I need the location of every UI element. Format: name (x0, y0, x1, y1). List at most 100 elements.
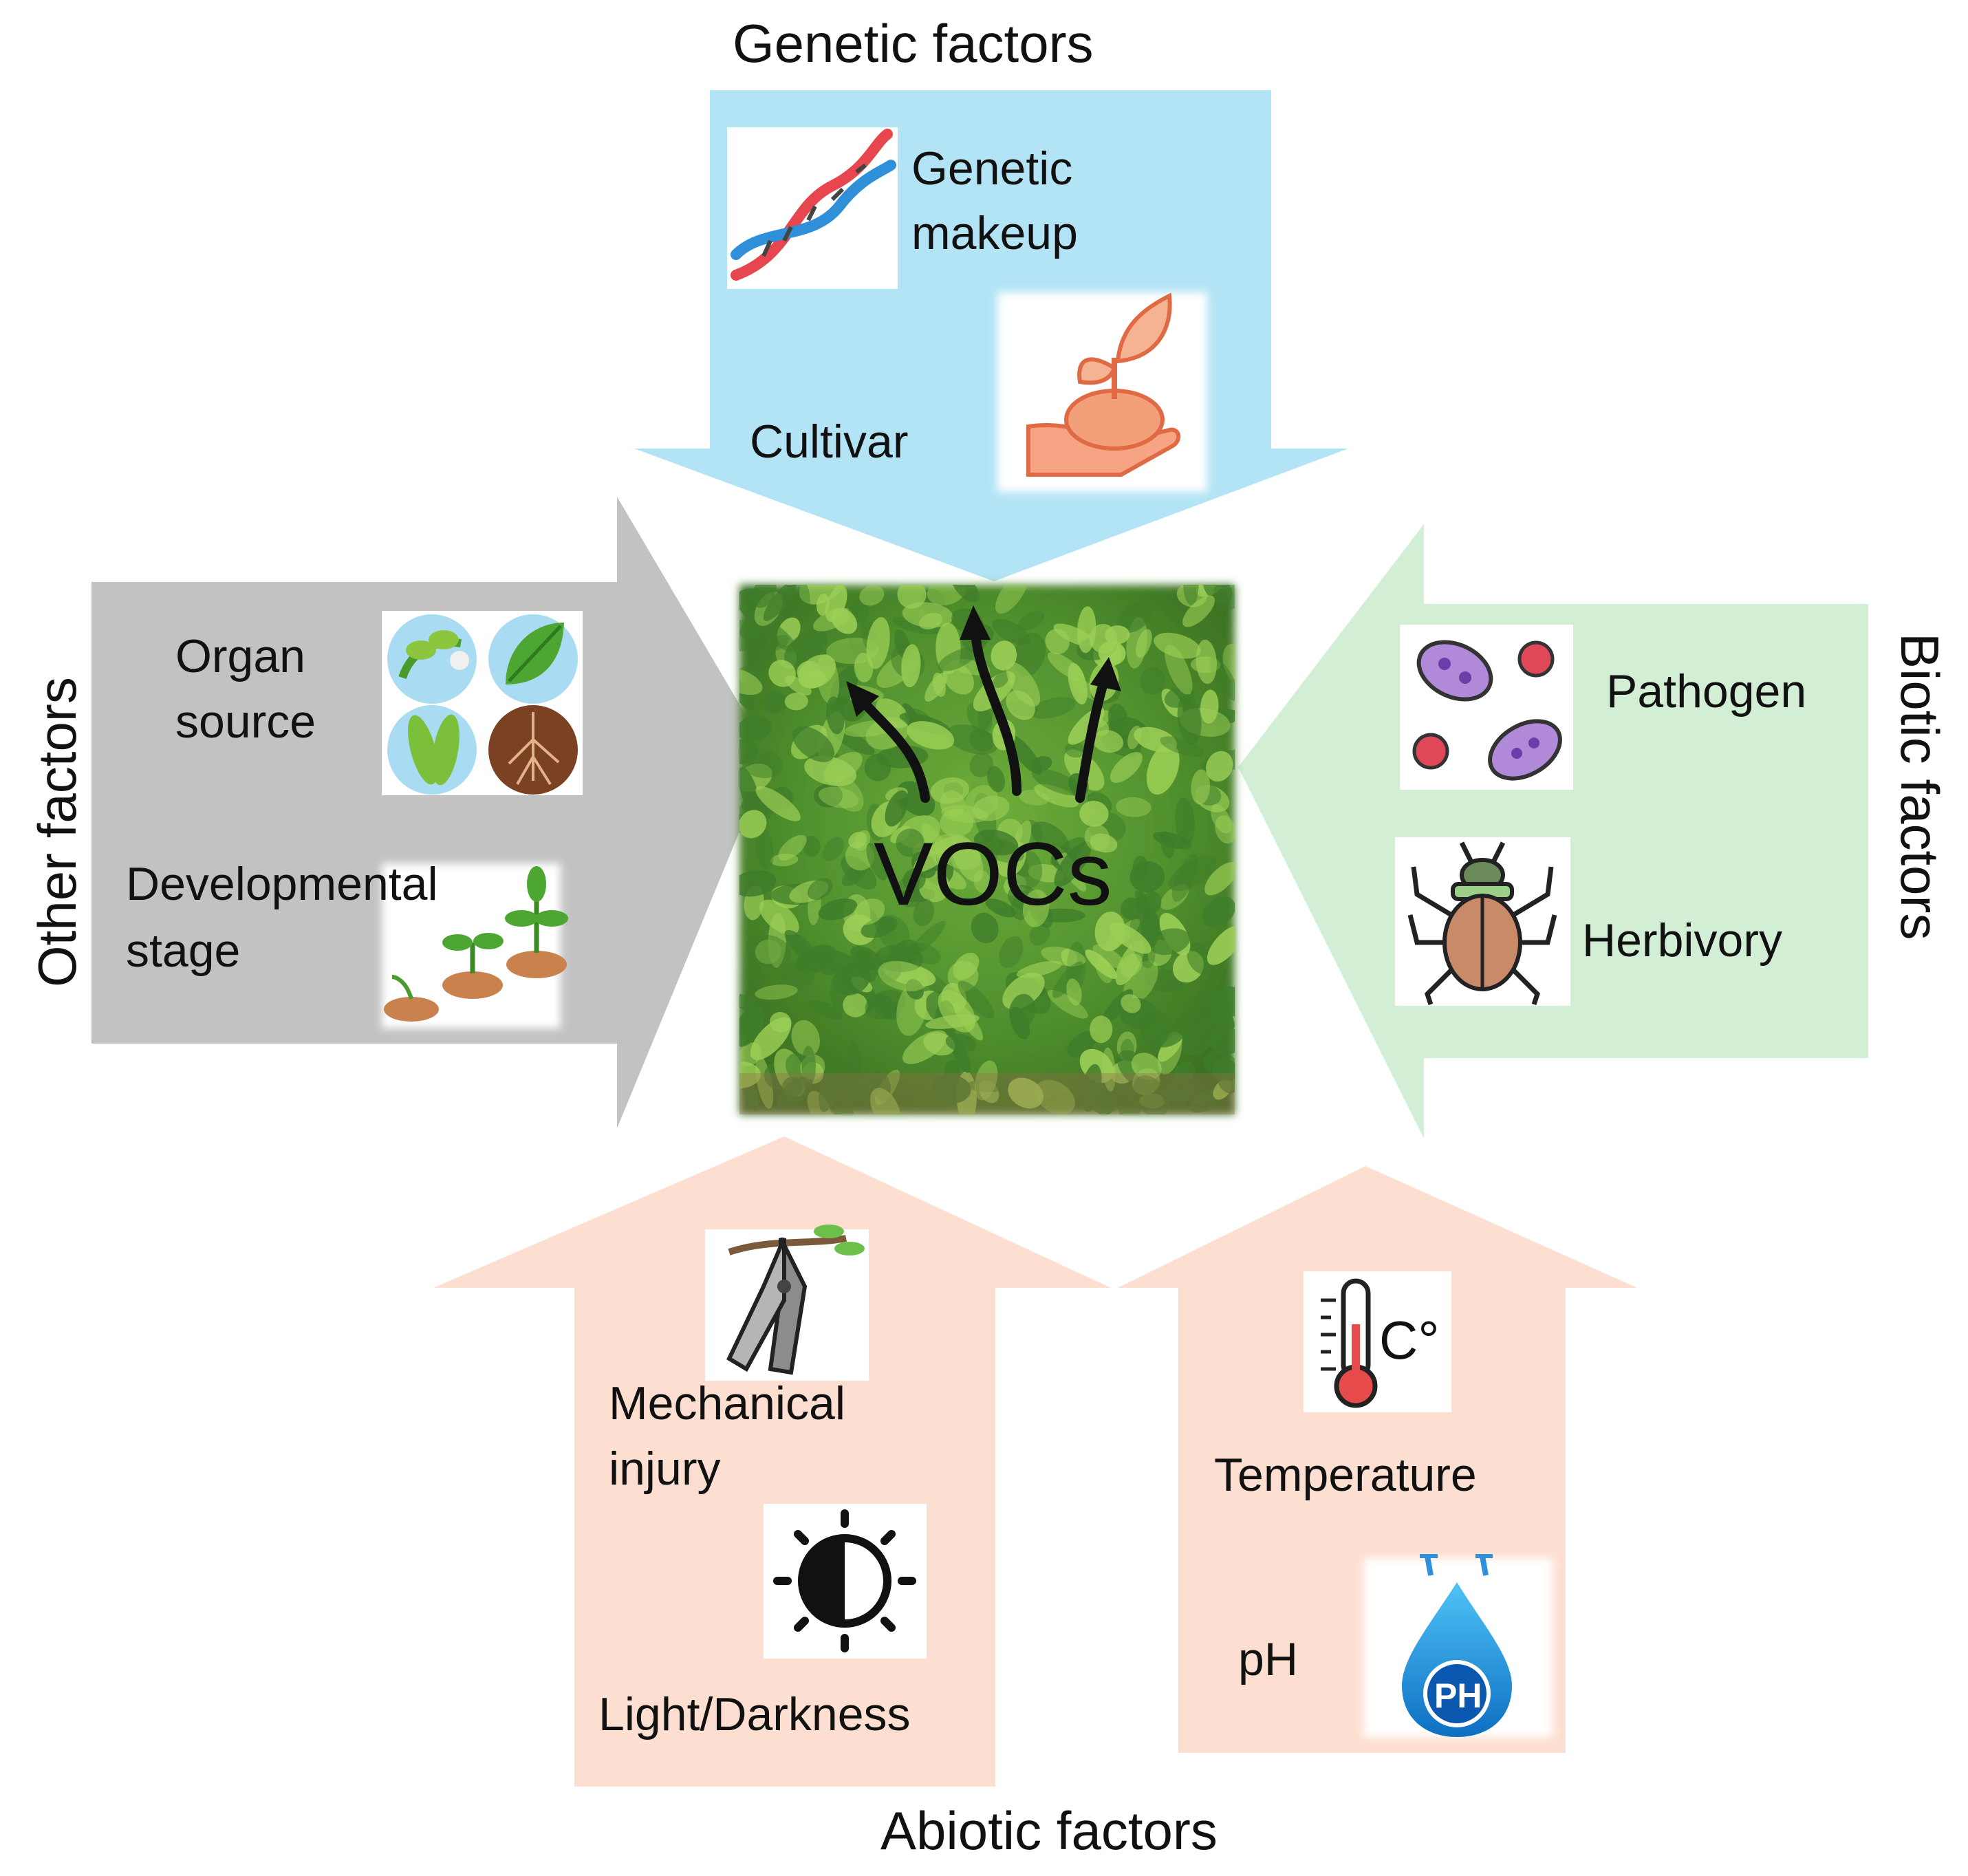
leaf-texture (750, 1017, 792, 1060)
dna-icon (727, 127, 898, 289)
leaf-texture (1090, 833, 1118, 853)
voc-label: VOCs (874, 823, 1112, 924)
leaf-texture (1013, 820, 1032, 857)
leaf-texture (848, 832, 867, 849)
leaf-texture (792, 726, 834, 762)
leaf-texture (1066, 978, 1082, 1006)
leaf-texture (1211, 804, 1232, 834)
leaf-texture (804, 755, 857, 786)
leaf-texture (1177, 693, 1202, 745)
leaf-texture (742, 749, 783, 779)
leaf-texture (1031, 756, 1052, 772)
leaf-texture (847, 1039, 863, 1083)
ph-drop-icon: PH (1363, 1554, 1553, 1737)
leaf-texture (1079, 800, 1109, 827)
leaf-texture (1141, 909, 1159, 949)
leaf-texture (1174, 1061, 1196, 1083)
leaf-texture (739, 810, 767, 839)
light-darkness-icon (764, 1504, 927, 1659)
pruning-shears-icon (705, 1225, 869, 1381)
leaf-texture (1140, 667, 1166, 695)
leaf-texture (1035, 1079, 1075, 1114)
leaf-texture (969, 752, 993, 777)
voc-arrowheads (846, 605, 1121, 717)
leaf-texture (866, 617, 890, 669)
biotic-factors-title: Biotic factors (1890, 633, 1950, 940)
leaf-texture (1149, 928, 1190, 956)
genetic-makeup-label-2: makeup (911, 207, 1078, 259)
leaf-texture (1006, 662, 1041, 707)
leaf-texture (781, 1077, 803, 1097)
genetic-factors-title: Genetic factors (733, 13, 1094, 74)
leaf-texture (1204, 862, 1235, 896)
abiotic-arrow-left (433, 1136, 1111, 1787)
leaf-texture (1200, 689, 1219, 724)
leaf-texture (784, 692, 808, 711)
leaf-texture (1017, 611, 1045, 631)
leaf-texture (907, 721, 955, 750)
leaf-texture (901, 644, 921, 688)
leaf-texture (831, 607, 858, 634)
leaf-texture (1022, 890, 1050, 927)
organ-source-label-2: source (175, 696, 316, 748)
leaf-texture (1206, 751, 1233, 782)
developmental-stage-label-1: Developmental (126, 858, 438, 910)
leaf-texture (854, 652, 874, 682)
leaf-texture (1160, 884, 1189, 910)
leaf-texture (1132, 1068, 1160, 1096)
leaf-texture (971, 912, 999, 943)
leaf-texture (1116, 797, 1151, 817)
leaf-texture (1094, 911, 1125, 951)
leaf-texture (896, 828, 924, 857)
leaf-texture (927, 585, 966, 606)
leaf-texture (870, 1088, 901, 1114)
leaf-texture (885, 790, 909, 827)
pathogen-icon (1400, 625, 1573, 790)
leaf-texture (999, 936, 1024, 968)
leaf-texture (1127, 725, 1142, 750)
leaf-texture (762, 691, 788, 713)
leaf-texture (1202, 896, 1235, 927)
leaf-texture (812, 951, 838, 975)
leaf-texture (1146, 743, 1180, 795)
leaf-texture (819, 1062, 841, 1112)
leaf-texture (1029, 697, 1076, 719)
leaf-texture (1209, 656, 1235, 701)
other-arrow (91, 497, 770, 1128)
leaf-texture (1109, 922, 1151, 954)
leaf-texture (739, 766, 761, 820)
beetle-icon (1395, 837, 1570, 1006)
leaf-texture (1129, 861, 1165, 893)
leaf-texture (1107, 704, 1128, 733)
leaf-texture (739, 1006, 765, 1047)
leaf-texture (985, 898, 1016, 918)
leaf-texture (770, 853, 799, 867)
celsius-glyph: C° (1379, 1310, 1440, 1370)
leaf-texture (1160, 831, 1174, 859)
leaf-texture (913, 898, 935, 927)
leaf-texture (768, 660, 796, 687)
leaf-texture (930, 777, 970, 804)
leaf-texture (798, 654, 836, 689)
leaf-texture (759, 899, 799, 936)
leaf-texture (1052, 961, 1083, 998)
leaf-texture (1182, 595, 1215, 627)
leaf-texture (995, 585, 1028, 614)
leaf-texture (1081, 1064, 1102, 1112)
leaf-texture (1181, 1015, 1224, 1055)
leaf-texture (1006, 690, 1035, 720)
leaf-texture (818, 786, 859, 808)
leaf-texture (1089, 623, 1118, 654)
temperature-label: Temperature (1214, 1449, 1477, 1501)
leaf-texture (932, 672, 947, 698)
leaf-texture (866, 843, 887, 881)
leaf-texture (1068, 662, 1088, 705)
leaf-texture (1065, 742, 1085, 758)
cultivar-label: Cultivar (750, 416, 909, 468)
leaf-texture (1008, 1077, 1044, 1109)
other-factors-title: Other factors (27, 677, 87, 987)
leaf-texture (791, 1020, 820, 1057)
leaf-texture (865, 989, 906, 1020)
leaf-texture (938, 989, 975, 1033)
